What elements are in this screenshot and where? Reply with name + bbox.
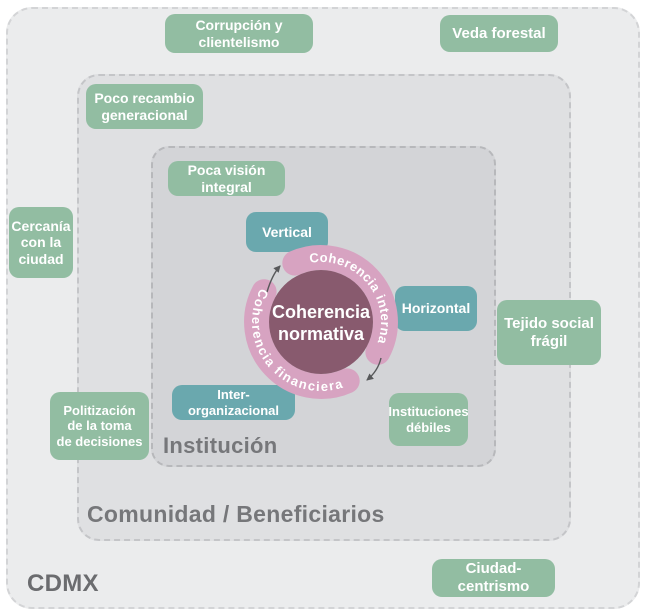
note-inter-organizacional: Inter-organizacional <box>172 385 295 420</box>
zone-comunidad-label: Comunidad / Beneficiarios <box>87 501 385 527</box>
note-veda-forestal: Veda forestal <box>440 15 558 52</box>
note-poca-vision-integral: Poca visión integral <box>168 161 285 196</box>
note-poco-recambio-generacional: Poco recambio generacional <box>86 84 203 129</box>
zone-institucion-label: Institución <box>163 433 278 458</box>
note-ciudad-centrismo: Ciudad-centrismo <box>432 559 555 597</box>
note-horizontal: Horizontal <box>395 286 477 331</box>
note-instituciones-debiles: Instituciones débiles <box>388 393 469 446</box>
note-corrupcion-y-clientelismo: Corrupción y clientelismo <box>165 14 313 53</box>
note-politizacion-toma-decisiones: Politización de la toma de decisiones <box>50 392 149 460</box>
note-cercania-con-la-ciudad: Cercanía con la ciudad <box>9 207 73 278</box>
zone-cdmx-label: CDMX <box>27 570 99 597</box>
note-vertical: Vertical <box>246 212 328 252</box>
note-tejido-social-fragil: Tejido social frágil <box>497 300 601 365</box>
